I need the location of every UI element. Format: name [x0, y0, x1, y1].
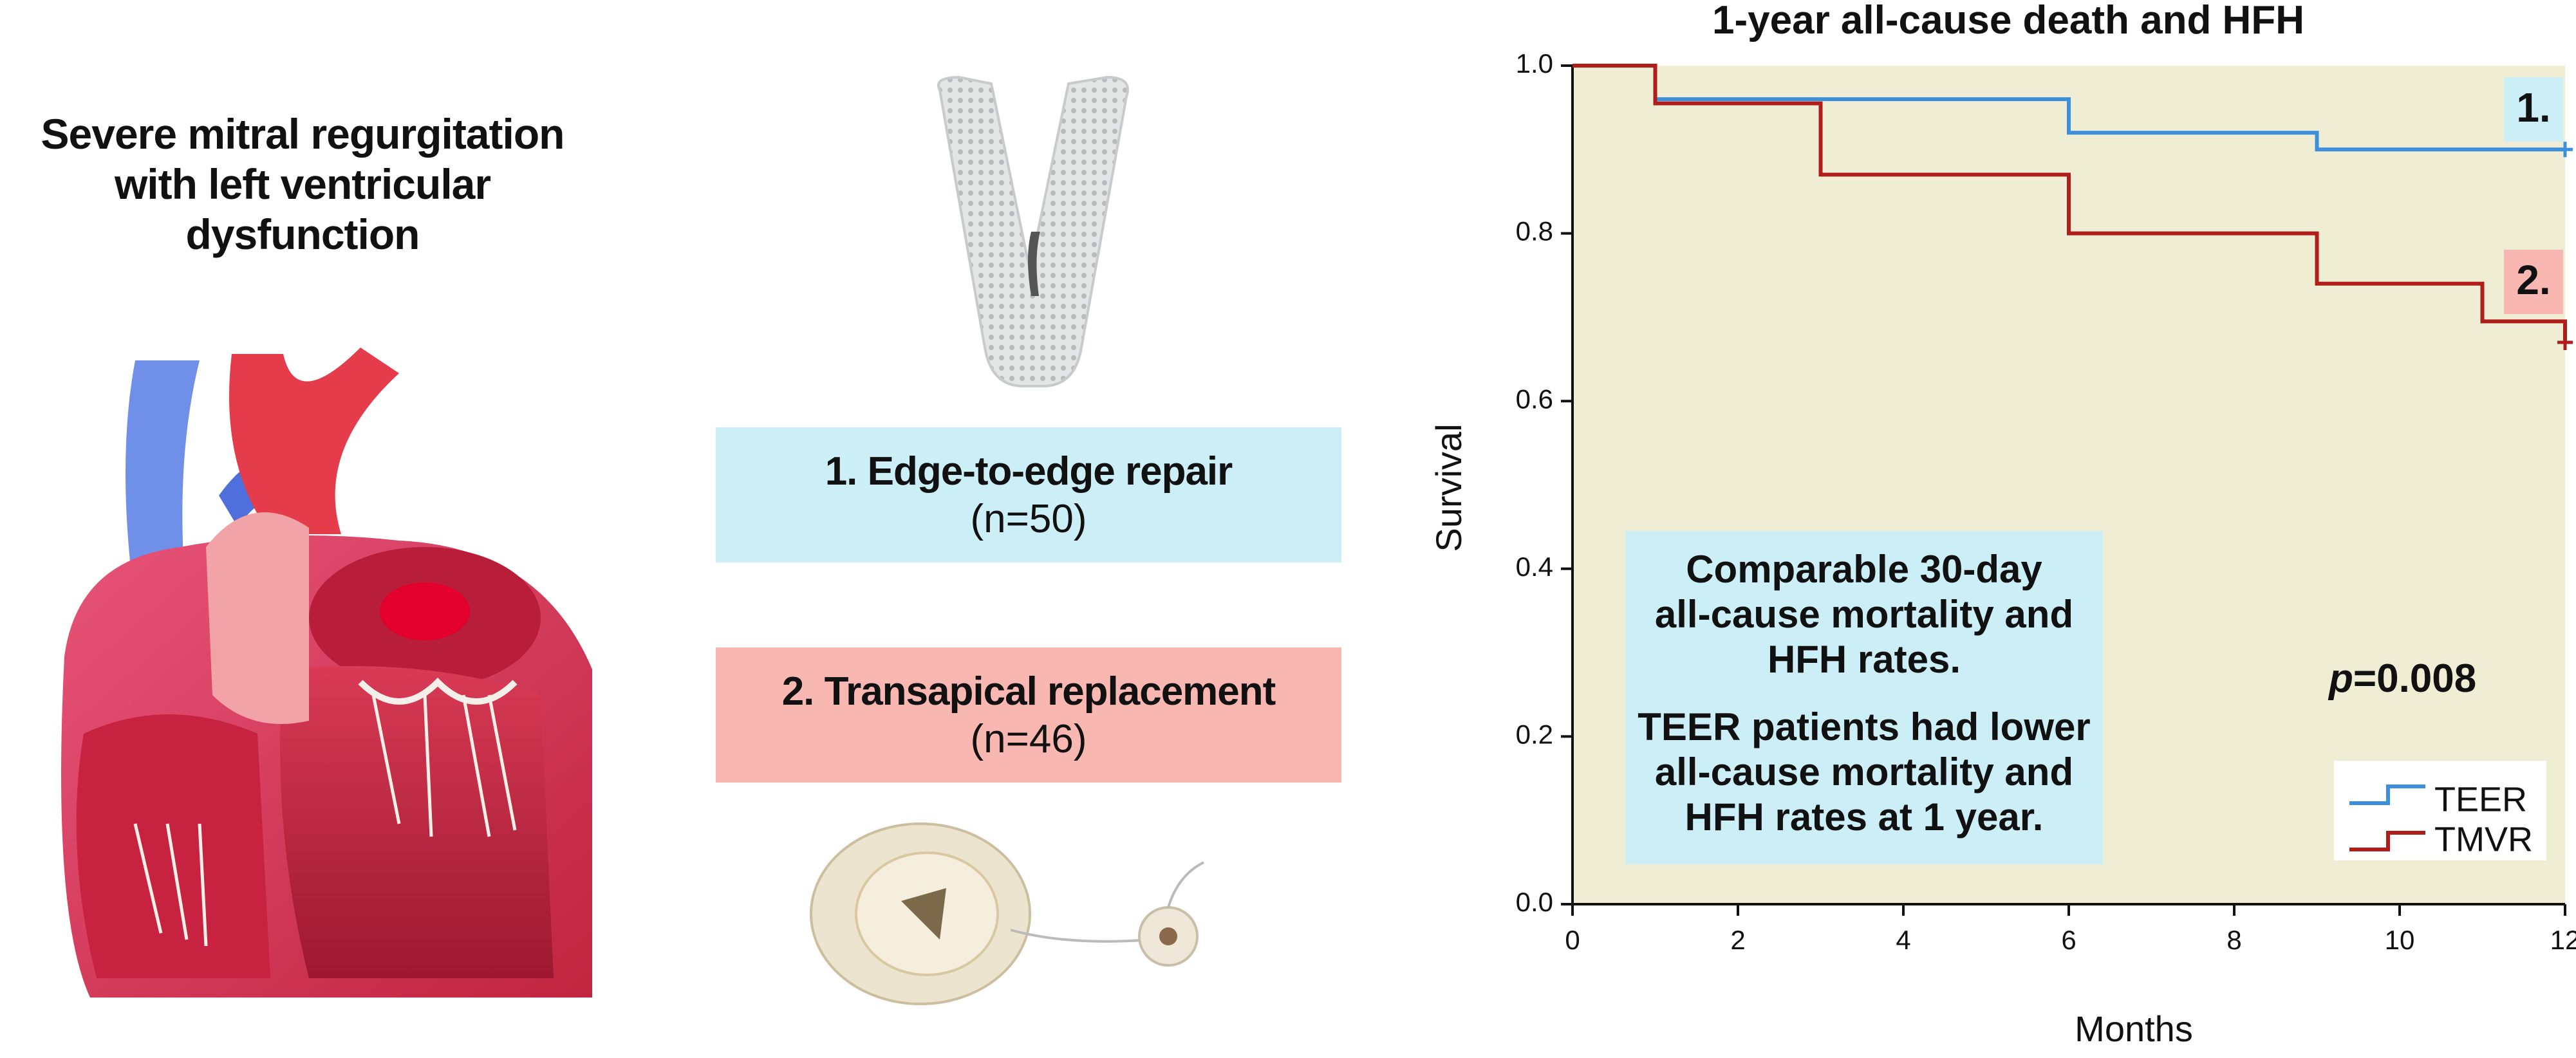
- replacement-count: (n=46): [970, 717, 1087, 762]
- y-tick-label-2: 0.4: [1516, 552, 1553, 582]
- legend-tmvr-label: TMVR: [2434, 820, 2533, 858]
- y-tick-label-5: 1.0: [1516, 48, 1553, 79]
- series-2-label: 2.: [2516, 257, 2550, 303]
- x-axis-label: Months: [2075, 1008, 2193, 1049]
- info-line-5: all-cause mortality and: [1655, 750, 2073, 794]
- clip-device-image: [937, 75, 1129, 387]
- y-tick-label-4: 0.8: [1516, 216, 1553, 246]
- series-2-label-box: [2504, 250, 2563, 314]
- chart-title: 1-year all-cause death and HFH: [1712, 0, 2304, 42]
- condition-line-3: dysfunction: [185, 210, 420, 258]
- x-tick-label-5: 10: [2385, 925, 2415, 955]
- y-tick-label-0: 0.0: [1516, 887, 1553, 917]
- info-line-1: Comparable 30-day: [1686, 548, 2042, 591]
- p-value-symbol: p: [2328, 656, 2353, 701]
- aortic-root: [206, 512, 309, 724]
- condition-line-1: Severe mitral regurgitation: [41, 110, 565, 158]
- y-tick-label-1: 0.2: [1516, 719, 1553, 749]
- censor-mark-tmvr: [2557, 334, 2573, 350]
- repair-count: (n=50): [970, 497, 1087, 542]
- y-axis-label: Survival: [1428, 423, 1469, 552]
- repair-label-box: 1. Edge-to-edge repair (n=50): [716, 427, 1341, 562]
- condition-line-2: with left ventricular: [114, 160, 491, 208]
- replacement-label-box: 2. Transapical replacement (n=46): [716, 647, 1341, 783]
- info-box: [1625, 531, 2103, 864]
- condition-title: Severe mitral regurgitation with left ve…: [39, 109, 566, 260]
- p-value-text: =0.008: [2353, 656, 2476, 701]
- series-line-tmvr: [1573, 64, 2567, 342]
- x-tick-label-3: 6: [2061, 925, 2076, 955]
- info-line-2: all-cause mortality and: [1655, 593, 2073, 636]
- left-ventricle: [280, 666, 554, 978]
- series-1-label: 1.: [2516, 84, 2550, 131]
- censor-mark-teer: [2557, 142, 2573, 158]
- x-tick-label-4: 8: [2226, 925, 2241, 955]
- info-line-3: HFH rates.: [1768, 638, 1961, 681]
- vena-cava: [126, 360, 200, 605]
- legend-teer-label: TEER: [2434, 780, 2527, 819]
- p-value: p=0.008: [2328, 656, 2476, 701]
- info-line-4: TEER patients had lower: [1638, 705, 2090, 748]
- legend-tmvr-swatch: [2349, 831, 2425, 851]
- x-tick-label-2: 4: [1896, 925, 1910, 955]
- legend-teer-swatch: [2349, 784, 2425, 805]
- aorta: [229, 348, 399, 534]
- valve-device-image: [810, 822, 1204, 1005]
- repair-title: 1. Edge-to-edge repair: [825, 449, 1233, 494]
- x-tick-label-6: 12: [2550, 925, 2576, 955]
- replacement-title: 2. Transapical replacement: [781, 669, 1276, 714]
- heart-illustration: [61, 348, 592, 998]
- x-tick-label-1: 2: [1730, 925, 1745, 955]
- x-tick-label-0: 0: [1565, 925, 1580, 955]
- y-tick-label-3: 0.6: [1516, 384, 1553, 414]
- info-line-6: HFH rates at 1 year.: [1685, 795, 2044, 839]
- legend-box: [2334, 761, 2546, 860]
- right-ventricle: [76, 714, 270, 978]
- series-1-label-box: [2504, 77, 2563, 142]
